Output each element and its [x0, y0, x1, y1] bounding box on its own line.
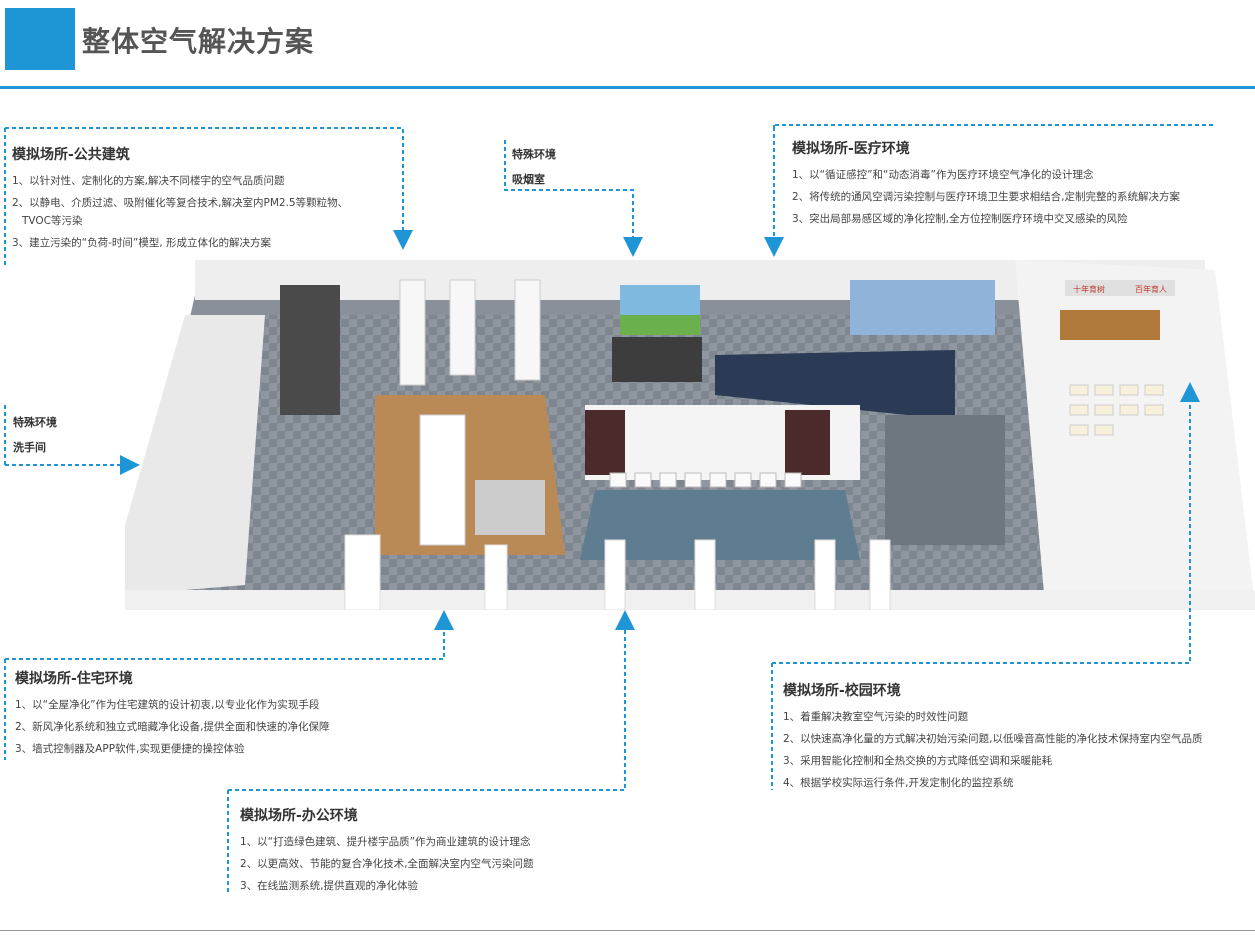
- medical-item-2: 2、将传统的通风空调污染控制与医疗环境卫生要求相结合,定制完整的系统解决方案: [792, 191, 1181, 203]
- medical-block: 模拟场所-医疗环境 1、以“循证感控”和“动态消毒”作为医疗环境空气净化的设计理…: [792, 138, 1180, 234]
- campus-item-2: 2、以快速高净化量的方式解决初始污染问题,以低噪音高性能的净化技术保持室内空气品…: [783, 733, 1203, 745]
- public-heading: 模拟场所-公共建筑: [12, 147, 130, 163]
- medical-item-1: 1、以“循证感控”和“动态消毒”作为医疗环境空气净化的设计理念: [792, 169, 1094, 181]
- smoking-label-line1: 特殊环境: [512, 148, 556, 161]
- kiosk-1: [399, 279, 426, 386]
- page-title: 整体空气解决方案: [82, 25, 315, 58]
- washroom-block: [125, 315, 265, 595]
- public-item-2-cont: TVOC等污染: [22, 215, 83, 227]
- kiosk-3: [514, 279, 541, 381]
- residential-rug: [475, 480, 545, 535]
- campus-item-3: 3、采用智能化控制和全热交换的方式降低空调和采暖能耗: [783, 755, 1053, 767]
- tv-stand: [612, 337, 702, 382]
- office-item-2: 2、以更高效、节能的复合净化技术,全面解决室内空气污染问题: [240, 858, 534, 870]
- office-item-1: 1、以“打造绿色建筑、提升楼宇品质”作为商业建筑的设计理念: [240, 836, 531, 848]
- connector-public: [5, 127, 413, 250]
- residential-item-2: 2、新风净化系统和独立式暗藏净化设备,提供全面和快速的净化保障: [15, 721, 330, 733]
- office-item-3: 3、在线监测系统,提供直观的净化体验: [240, 880, 419, 892]
- office-dark-panel-right: [785, 410, 830, 475]
- campus-banner-right: 百年育人: [1135, 284, 1167, 294]
- residential-block: 模拟场所-住宅环境 1、以“全屋净化”作为住宅建筑的设计初衷,以专业化作为实现手…: [15, 668, 330, 764]
- campus-room: [1015, 260, 1255, 605]
- floorplan-illustration: 十年育树 百年育人: [125, 260, 1255, 610]
- washroom-label-line2: 洗手间: [13, 441, 46, 454]
- residential-item-1: 1、以“全屋净化”作为住宅建筑的设计初衷,以专业化作为实现手段: [15, 699, 320, 711]
- title-divider: [0, 86, 1255, 89]
- office-dark-panel-left: [585, 410, 625, 475]
- bottom-divider: [0, 930, 1255, 931]
- connector-campus: [772, 382, 1200, 664]
- residential-heading: 模拟场所-住宅环境: [15, 671, 133, 687]
- campus-item-1: 1、着重解决教室空气污染的时效性问题: [783, 711, 969, 723]
- front-wall: [125, 590, 1255, 610]
- campus-heading: 模拟场所-校园环境: [783, 683, 901, 699]
- landscape-grass: [620, 315, 700, 335]
- campus-item-4: 4、根据学校实际运行条件,开发定制化的监控系统: [783, 777, 1014, 789]
- campus-board: [1060, 310, 1160, 340]
- medical-wall-image: [850, 280, 995, 335]
- public-building-block: 模拟场所-公共建筑 1、以针对性、定制化的方案,解决不同楼宇的空气品质问题 2、…: [12, 144, 348, 258]
- smoking-label-line2: 吸烟室: [512, 173, 545, 186]
- kiosk-2: [449, 279, 476, 376]
- office-heading: 模拟场所-办公环境: [240, 808, 358, 824]
- office-chairs: [609, 472, 802, 488]
- connector-residential: [5, 610, 454, 660]
- public-item-2: 2、以静电、介质过滤、吸附催化等复合技术,解决室内PM2.5等颗粒物、: [12, 197, 349, 209]
- residential-panel: [419, 414, 466, 546]
- residential-item-3: 3、墙式控制器及APP软件,实现更便捷的操控体验: [15, 743, 245, 755]
- public-item-1: 1、以针对性、定制化的方案,解决不同楼宇的空气品质问题: [12, 175, 285, 187]
- washroom-cabinet: [280, 285, 340, 415]
- campus-block: 模拟场所-校园环境 1、着重解决教室空气污染的时效性问题 2、以快速高净化量的方…: [783, 680, 1253, 798]
- public-item-3: 3、建立污染的“负荷-时间”模型, 形成立体化的解决方案: [12, 237, 272, 249]
- title-accent-block: [5, 8, 75, 70]
- campus-desks: [1069, 384, 1164, 436]
- connector-smoking: [504, 182, 643, 257]
- front-wall-posts: [344, 534, 891, 610]
- connector-medical: [764, 124, 1213, 257]
- medical-room: [885, 415, 1005, 545]
- medical-heading: 模拟场所-医疗环境: [792, 141, 910, 157]
- office-block: 模拟场所-办公环境 1、以“打造绿色建筑、提升楼宇品质”作为商业建筑的设计理念 …: [240, 805, 534, 901]
- office-carpet: [580, 490, 860, 560]
- display-panels: [715, 350, 955, 420]
- campus-banner-left: 十年育树: [1073, 284, 1105, 294]
- washroom-label-line1: 特殊环境: [13, 416, 57, 429]
- campus-banner: [1065, 280, 1175, 296]
- medical-item-3: 3、突出局部易感区域的净化控制,全方位控制医疗环境中交叉感染的风险: [792, 213, 1128, 225]
